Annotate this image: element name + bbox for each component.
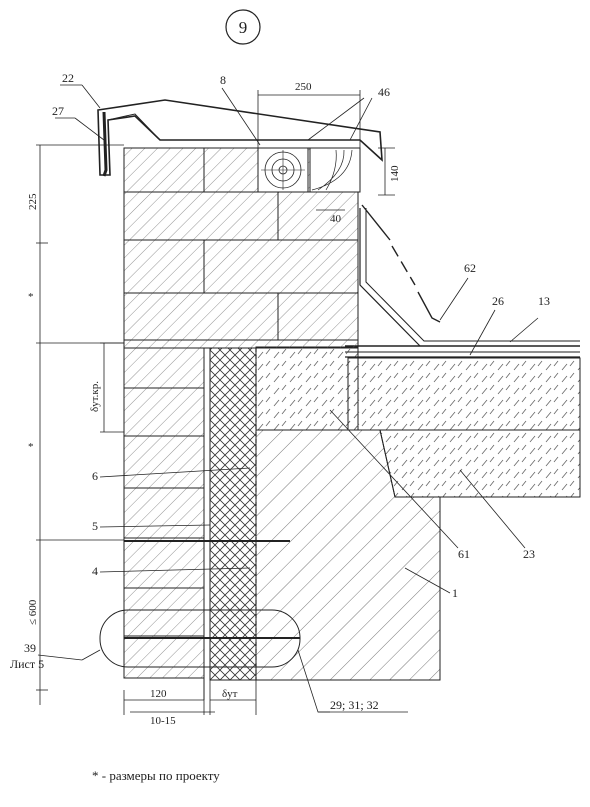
label-26: 26 [492,294,504,308]
detail-number: 9 [239,18,248,37]
leader-lines [37,84,539,713]
dim-120: 120 [150,688,167,700]
dimension-lines [36,90,395,715]
insulation-layer [203,347,257,700]
roof-floor-slab [255,346,581,498]
detail-number-marker: 9 [225,9,261,45]
detail-callout-outline [99,609,301,668]
roof-covering-layers [345,208,580,358]
dim-star-1: * [28,291,34,303]
label-4: 4 [92,564,98,578]
label-39: 39 [24,641,36,655]
label-13: 13 [538,294,550,308]
dim-140: 140 [389,165,401,182]
callout-labels: 22 27 8 46 62 26 13 6 5 4 61 23 1 39 Лис… [10,71,550,712]
label-61: 61 [458,547,470,561]
dim-insulation: δут [222,688,238,700]
parapet-flashing-cap [97,99,383,177]
antiseptic-wood-block [257,147,361,193]
label-5: 5 [92,519,98,533]
label-6: 6 [92,469,98,483]
roof-apron-flashing [361,204,441,323]
label-sheet: Лист 5 [10,657,44,671]
reinforcing-mesh [124,540,300,639]
dim-225: 225 [27,193,39,210]
label-62: 62 [464,261,476,275]
dim-insulation-kr: δут.кр. [89,381,101,412]
footnote: * - размеры по проекту [92,768,220,783]
label-8: 8 [220,73,226,87]
label-46: 46 [378,85,390,99]
label-23: 23 [523,547,535,561]
dim-max-600: ≤ 600 [27,599,39,625]
dim-40: 40 [330,213,342,225]
label-22: 22 [62,71,74,85]
label-1: 1 [452,586,458,600]
dim-250: 250 [295,81,312,93]
dim-star-2: * [28,441,34,453]
label-27: 27 [52,104,64,118]
label-29-31-32: 29; 31; 32 [330,698,379,712]
dimension-labels: 250 140 40 225 * * ≤ 600 δут.кр. 120 δут… [27,81,401,727]
dim-10-15: 10-15 [150,715,176,727]
